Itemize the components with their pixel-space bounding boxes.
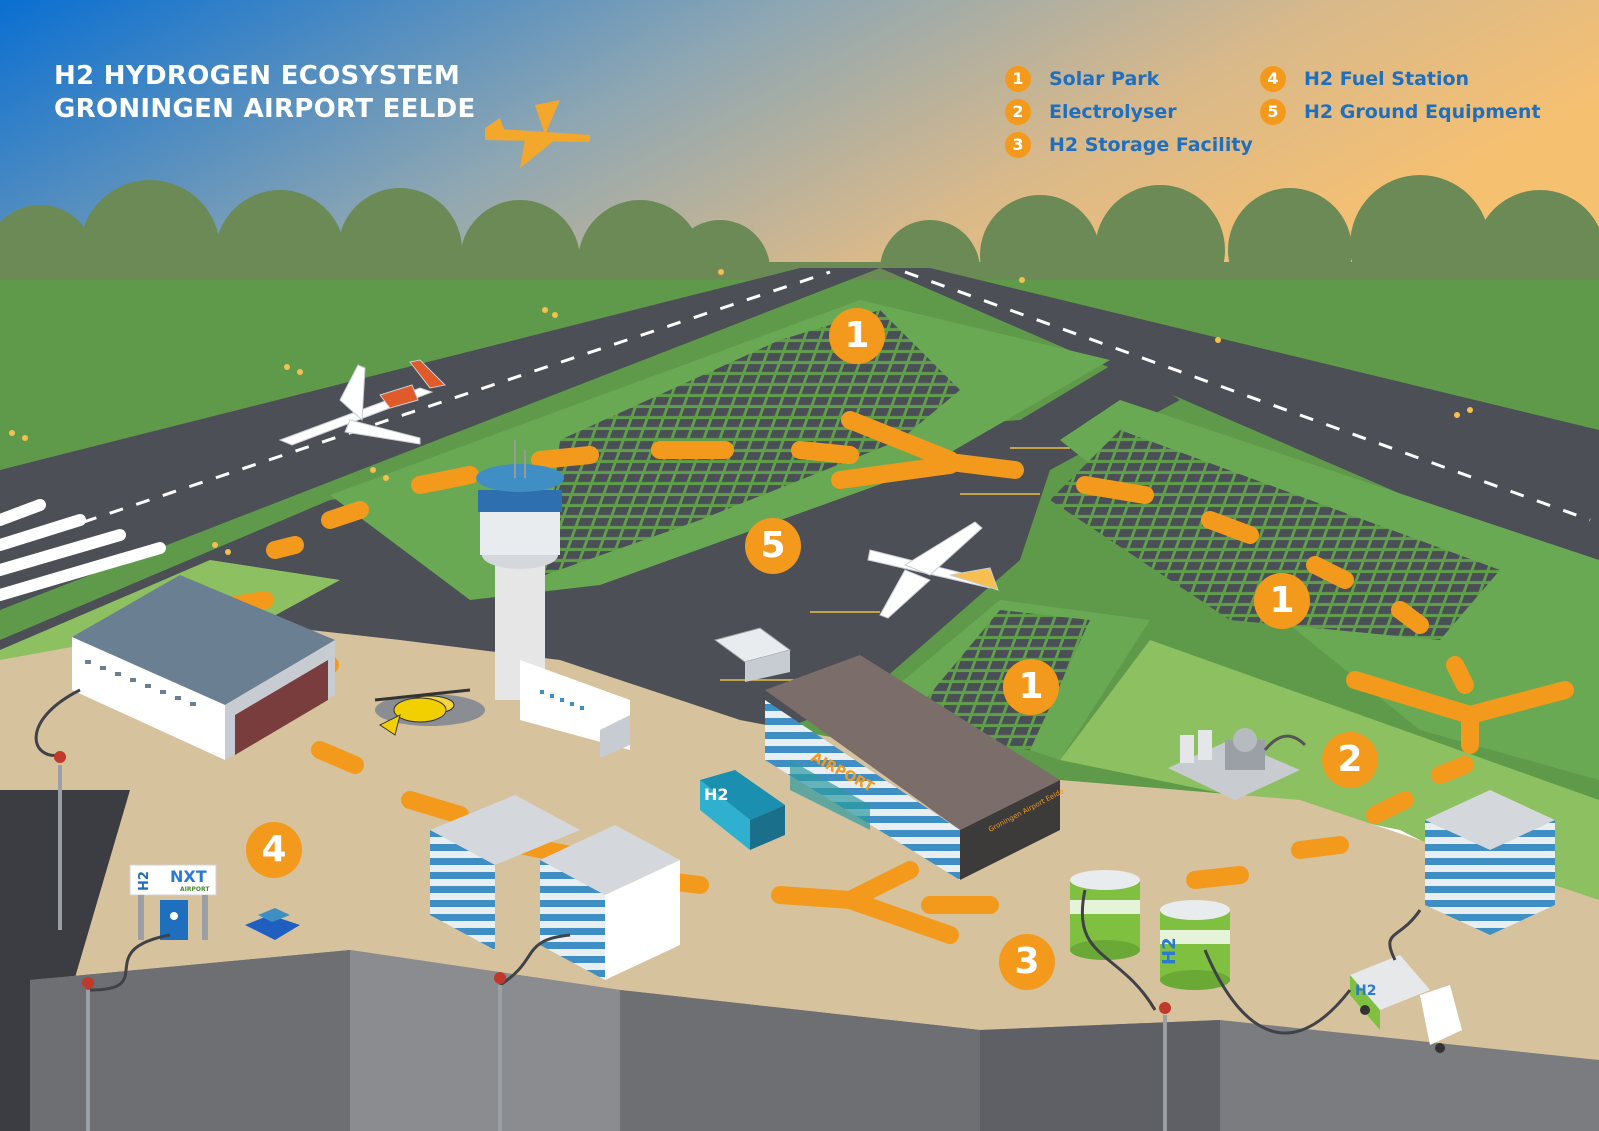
bus-label: H2 (704, 785, 729, 804)
marker-solar-park-north: 1 (829, 308, 885, 364)
title-line-1: H2 HYDROGEN ECOSYSTEM (54, 61, 460, 91)
legend-label: H2 Fuel Station (1304, 68, 1470, 90)
legend-label: Solar Park (1049, 68, 1160, 90)
legend-badge: 2 (1005, 99, 1031, 125)
threshold-markings (0, 499, 166, 601)
well-shafts (58, 765, 1167, 1131)
office-building-right (1425, 790, 1555, 935)
tank-label: H2 (1159, 937, 1180, 965)
solar-panels-north (545, 310, 960, 575)
legend-label: H2 Storage Facility (1049, 134, 1253, 156)
office-building-center (430, 795, 680, 980)
solar-panels-east (1050, 430, 1500, 640)
marker-storage: 3 (999, 934, 1055, 990)
legend-badge: 1 (1005, 66, 1031, 92)
marker-fuel-station: 4 (246, 822, 302, 878)
electrolyser-plant (1168, 728, 1307, 800)
title-line-2: GRONINGEN AIRPORT EELDE (54, 94, 476, 124)
underground-pipes (34, 688, 1422, 1035)
fuel-station-sub: AIRPORT (180, 886, 210, 893)
legend-badge: 4 (1260, 66, 1286, 92)
valve-icon (54, 751, 1171, 1014)
fuel-station-h2-label: H2 (137, 871, 152, 891)
runway-centerline (29, 270, 1591, 542)
storage-tank-1 (1070, 870, 1140, 960)
apron-lines (720, 447, 1070, 681)
passenger-jet (867, 521, 999, 619)
marker-solar-park-mid: 1 (1003, 659, 1059, 715)
storage-tank-2 (1160, 900, 1230, 990)
fuel-truck (1350, 955, 1462, 1053)
business-jet (278, 359, 447, 446)
marker-electrolyser: 2 (1322, 732, 1378, 788)
airplane-in-flight (485, 100, 590, 168)
h2-bus (700, 770, 785, 850)
truck-label: H2 (1355, 983, 1376, 999)
catering-truck (713, 627, 792, 682)
legend-badge: 3 (1005, 132, 1031, 158)
hangar (72, 575, 335, 760)
legend-badge: 5 (1260, 99, 1286, 125)
legend-label: Electrolyser (1049, 101, 1177, 123)
marker-solar-park-east: 1 (1254, 573, 1310, 629)
underground-shading (30, 950, 1220, 1131)
marker-ground-equipment: 5 (745, 518, 801, 574)
legend-label: H2 Ground Equipment (1304, 101, 1541, 123)
terminal-building (765, 655, 1060, 880)
car (245, 908, 300, 940)
helicopter (374, 688, 485, 736)
main-runway (0, 268, 880, 610)
h2-fuel-station (129, 864, 217, 940)
runway-lights (9, 269, 1473, 555)
diagram-title: H2 HYDROGEN ECOSYSTEM GRONINGEN AIRPORT … (54, 60, 476, 126)
fuel-station-brand: NXT (170, 867, 207, 886)
control-tower (476, 440, 630, 758)
